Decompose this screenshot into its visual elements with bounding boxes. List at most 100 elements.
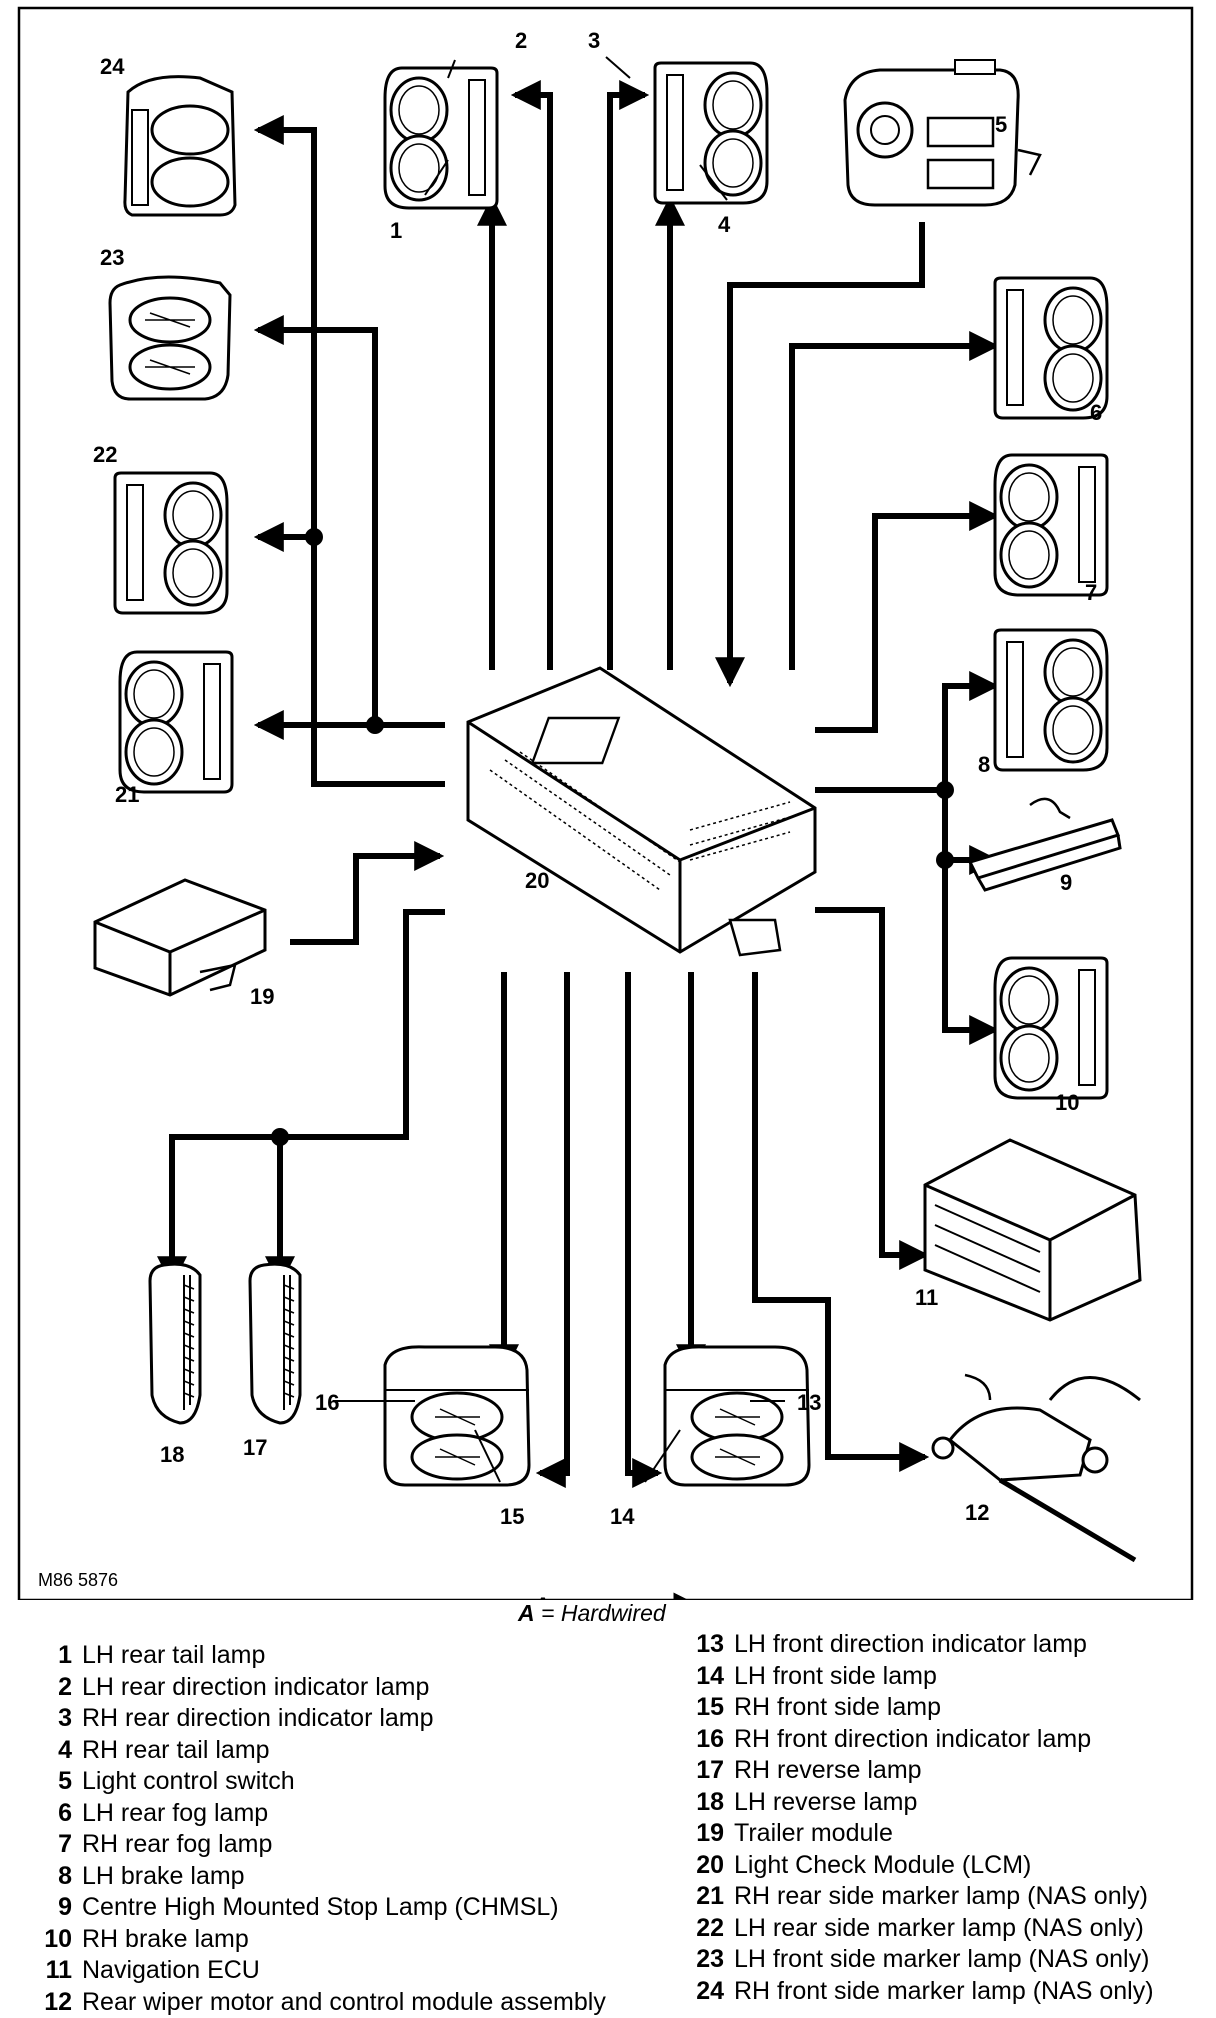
callout-17: 17 [243,1435,267,1460]
lamp-3-4-rh-rear [653,61,769,205]
legend-title-key: A [518,1600,535,1626]
legend-item-number: 14 [696,1661,724,1690]
lamp-24 [123,75,237,217]
callout-24: 24 [100,54,125,79]
callout-2: 2 [515,28,527,53]
legend-item-label: LH front side lamp [734,1661,937,1690]
legend-item: 6 LH rear fog lamp [36,1798,606,1830]
diagram-ref: M86 5876 [38,1570,118,1590]
line-to-10 [942,860,1000,1045]
legend-item-number: 6 [58,1798,72,1827]
legend-item-label: Light Check Module (LCM) [734,1850,1032,1879]
callout-23: 23 [100,245,124,270]
legend-item-number: 16 [696,1724,724,1753]
legend-item-number: 5 [58,1767,72,1795]
callout-11: 11 [915,1285,938,1310]
lamp-23 [108,275,232,401]
legend-item-number: 4 [58,1735,72,1764]
lamp-7 [993,453,1109,597]
legend-item-label: LH front direction indicator lamp [734,1630,1087,1658]
line-to-2 [510,80,553,670]
callout-14: 14 [610,1504,635,1529]
callout-13: 13 [797,1390,821,1415]
hardwired-marker: A [535,1593,551,1600]
callout-15: 15 [500,1504,524,1529]
legend-title-text: = Hardwired [541,1600,666,1626]
legend-item: 18 LH reverse lamp [688,1787,1154,1819]
legend-item-number: 7 [58,1830,72,1858]
callout-1: 1 [390,218,402,243]
callout-3: 3 [588,28,600,53]
lamp-1-2-lh-rear [383,66,499,210]
legend-item-number: 3 [58,1704,72,1732]
navigation-ecu [923,1138,1142,1322]
legend-item-label: RH reverse lamp [734,1756,922,1784]
legend-item-number: 15 [696,1693,724,1721]
legend-item-number: 21 [696,1882,724,1910]
legend-item-label: Light control switch [82,1767,295,1795]
legend-item-number: 1 [58,1641,72,1669]
line-to-8 [815,671,1000,793]
legend-item-label: RH rear direction indicator lamp [82,1704,434,1732]
lamp-22 [113,471,229,615]
lamp-13-14-lh-front [663,1345,811,1487]
legend-item-label: LH rear fog lamp [82,1798,269,1827]
legend-item-label: LH front side marker lamp (NAS only) [734,1945,1150,1973]
line-to-6 [789,331,1000,670]
legend-item-number: 10 [44,1924,72,1953]
trailer-module [93,878,267,997]
lamp-18-lh-reverse [148,1262,202,1425]
lamp-17-rh-reverse [248,1262,302,1425]
callout-21: 21 [115,782,139,807]
legend-item-number: 8 [58,1861,72,1890]
lamp-6 [993,276,1109,420]
legend-item-label: LH rear side marker lamp (NAS only) [734,1913,1144,1942]
callout-4: 4 [718,212,731,237]
legend-item-label: Rear wiper motor and control module asse… [82,1987,606,2016]
line-to-14 [625,972,663,1488]
legend-item-number: 20 [696,1850,724,1879]
line-from-5 [715,222,925,688]
callout-6: 6 [1090,400,1102,425]
callout-8: 8 [978,752,990,777]
lamp-8 [993,628,1109,772]
lamp-10 [993,956,1109,1100]
line-to-12 [752,972,930,1472]
line-to-9 [942,790,1000,875]
legend-item-label: RH front side lamp [734,1693,942,1721]
lamp-21 [118,650,234,794]
callout-5: 5 [995,112,1007,137]
line-from-19 [290,841,445,945]
callout-12: 12 [965,1500,989,1525]
line-to-7 [815,501,1000,733]
legend-item-number: 23 [696,1945,724,1973]
line-to-3 [607,80,650,670]
light-control-switch [843,59,1042,207]
legend-item: 15 RH front side lamp [688,1692,1154,1724]
legend-item: 8 LH brake lamp [36,1861,606,1893]
legend-item-label: LH brake lamp [82,1861,245,1890]
legend-item-label: LH reverse lamp [734,1787,918,1816]
legend-item-label: Navigation ECU [82,1956,260,1984]
legend-item-label: LH rear direction indicator lamp [82,1672,430,1701]
callout-22: 22 [93,442,117,467]
line-to-18 [157,909,445,1287]
legend-item-number: 18 [696,1787,724,1816]
legend-item: 14 LH front side lamp [688,1661,1154,1693]
line-to-23 [253,315,378,725]
legend-item-number: 11 [45,1956,72,1984]
legend-item-number: 24 [696,1976,724,2005]
callout-20: 20 [525,868,549,893]
